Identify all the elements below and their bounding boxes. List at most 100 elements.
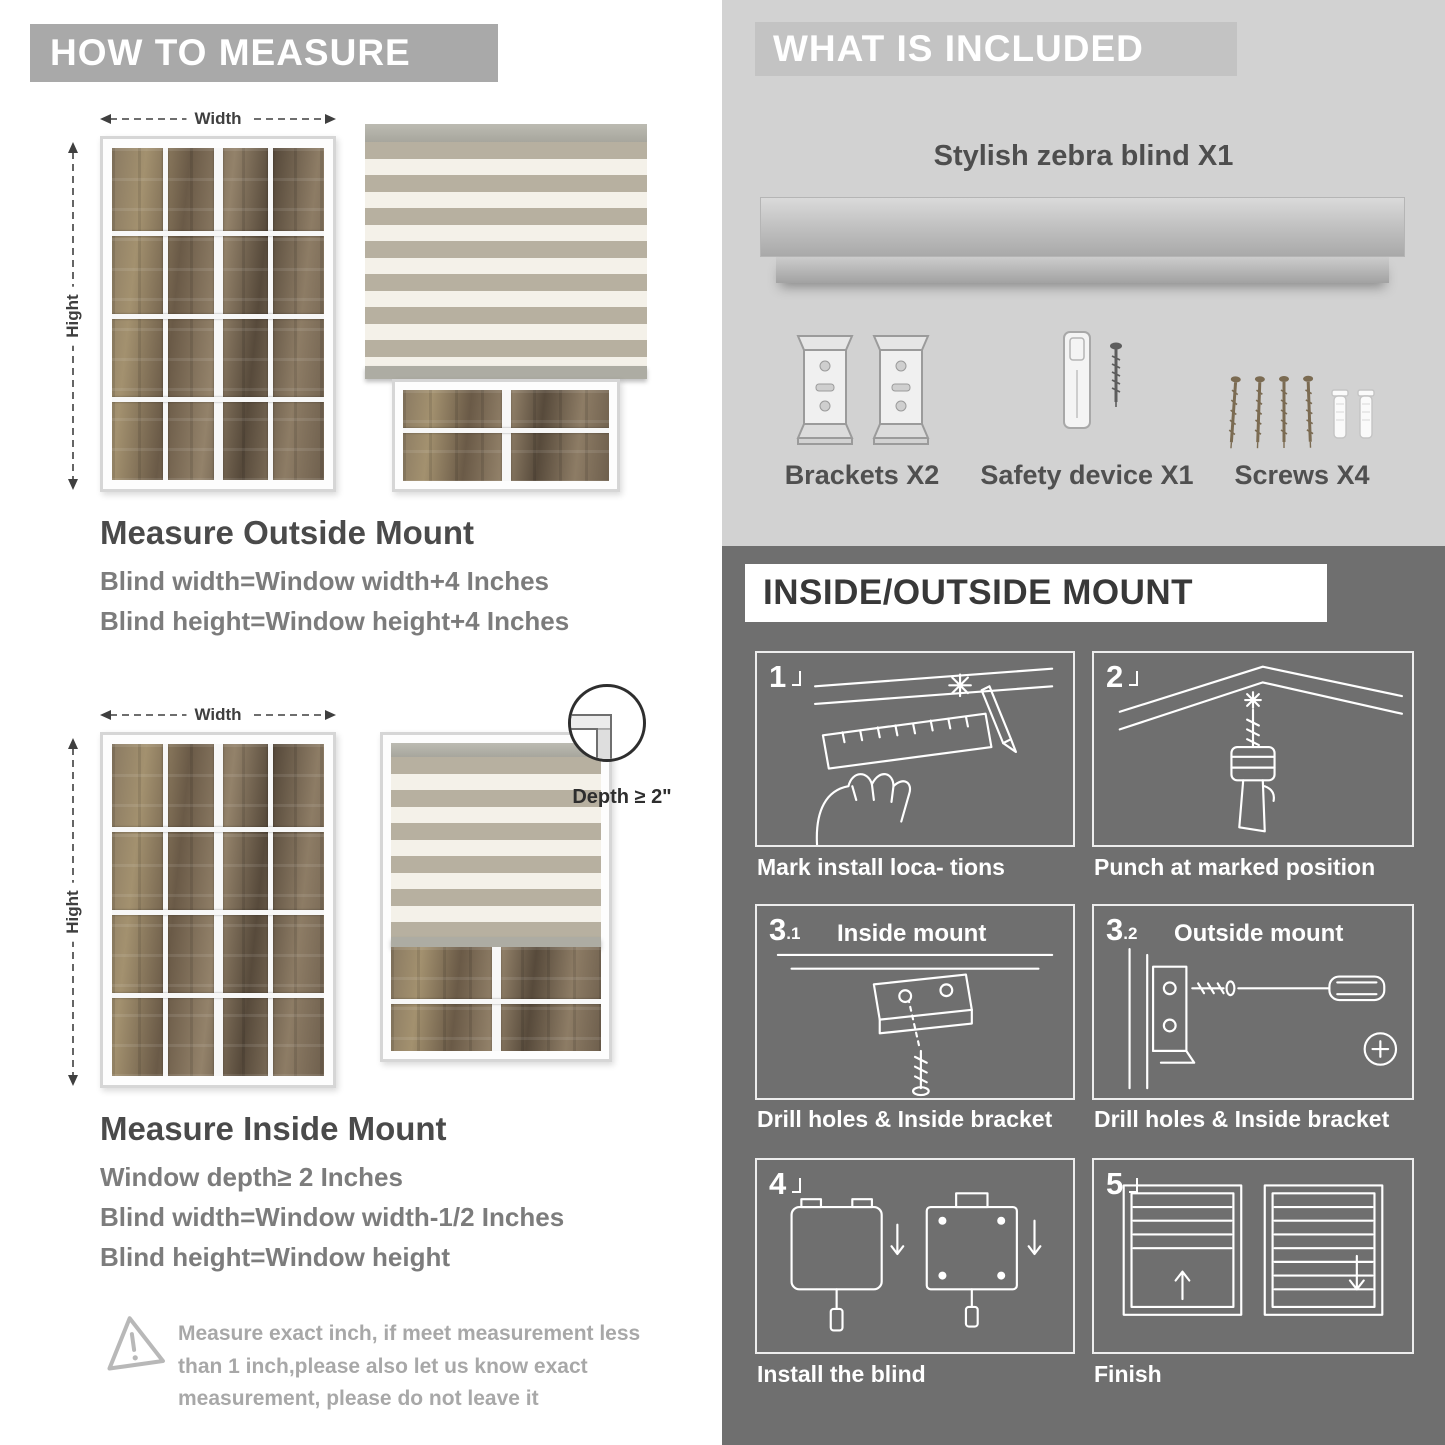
window-corner-illustration [571, 714, 612, 759]
included-blind-cassette [760, 197, 1405, 257]
window-muntin [112, 827, 324, 832]
warning-line-3: measurement, please do not leave it [178, 1387, 539, 1411]
warning-line-1: Measure exact inch, if meet measurement … [178, 1322, 641, 1345]
blind-bottom-rail [365, 366, 647, 379]
width-arrow: Width [100, 705, 336, 725]
window-muntin [391, 999, 601, 1004]
step-5-panel: 5 [1092, 1158, 1414, 1354]
step-number-sub: .1 [786, 924, 801, 943]
step-3-2-panel: 3.2 Outside mount [1092, 904, 1414, 1100]
brackets-label: Brackets X2 [784, 460, 940, 490]
step-3-1-caption: Drill holes & Inside bracket [757, 1106, 1053, 1132]
window-muntin [112, 231, 324, 236]
double-arrow-icon [68, 738, 78, 1086]
step-number-text: 3 [769, 912, 787, 947]
depth-callout-circle [568, 684, 646, 762]
finish-illustration [1122, 1184, 1384, 1316]
blind-cassette [365, 124, 647, 142]
step-3-1-panel: 3.1 Inside mount [755, 904, 1075, 1100]
punch-position-illustration [1118, 665, 1403, 833]
what-is-included-banner: WHAT IS INCLUDED [755, 22, 1237, 76]
outside-mount-illustration [1128, 948, 1398, 1090]
blind-stripes [365, 142, 647, 366]
step-number-text: 5 [1106, 1166, 1124, 1201]
safety-device-icon [1063, 331, 1091, 429]
step-number-mark [792, 671, 802, 686]
step-2-number: 2 [1106, 659, 1139, 695]
zebra-blind-inside-window [380, 732, 612, 1062]
inside-mount-formula-height: Blind height=Window height [100, 1242, 450, 1272]
warning-triangle-icon [107, 1316, 165, 1371]
inside-mount-depth-rule: Window depth≥ 2 Inches [100, 1162, 403, 1192]
screw-icon [1110, 342, 1122, 407]
window-scene [403, 390, 609, 481]
height-arrow: Hight [63, 142, 83, 490]
screws-label: Screws X4 [1234, 460, 1370, 490]
window-muntin [112, 397, 324, 402]
step-1-caption: Mark install loca- tions [757, 854, 1005, 880]
width-label: Width [186, 109, 250, 129]
mount-instructions-section: INSIDE/OUTSIDE MOUNT 1 Mark install loca… [722, 546, 1445, 1445]
inside-mount-title: Measure Inside Mount [100, 1110, 447, 1147]
step-3-1-number: 3.1 [769, 912, 800, 948]
window-scene [391, 947, 601, 1051]
bracket-icon [872, 335, 930, 445]
step-3-2-title: Outside mount [1174, 920, 1344, 947]
mount-section-banner: INSIDE/OUTSIDE MOUNT [745, 564, 1327, 622]
step-number-text: 1 [769, 659, 787, 694]
window-scene [112, 744, 324, 1076]
included-blind-label: Stylish zebra blind X1 [933, 140, 1234, 172]
step-4-caption: Install the blind [757, 1361, 926, 1387]
blind-cassette [391, 743, 601, 757]
step-3-2-caption: Drill holes & Inside bracket [1094, 1106, 1390, 1132]
height-label: Hight [63, 286, 83, 346]
inside-mount-illustration [776, 953, 1054, 1097]
step-3-2-number: 3.2 [1106, 912, 1137, 948]
window-muntin [403, 428, 609, 434]
window-illustration-outside [100, 136, 336, 492]
mark-locations-illustration [814, 667, 1054, 845]
step-number-text: 4 [769, 1166, 787, 1201]
inside-mount-formula-width: Blind width=Window width-1/2 Inches [100, 1202, 565, 1232]
height-label: Hight [63, 882, 83, 942]
window-scene [112, 148, 324, 480]
step-2-caption: Punch at marked position [1094, 854, 1376, 880]
outside-mount-formula-width: Blind width=Window width+4 Inches [100, 566, 549, 596]
height-arrow: Hight [63, 738, 83, 1086]
window-muntin [112, 910, 324, 915]
included-blind-valance [776, 257, 1389, 283]
install-blind-illustration [790, 1192, 1042, 1332]
outside-mount-title: Measure Outside Mount [100, 514, 475, 551]
window-illustration-inside [100, 732, 336, 1088]
blind-stripes [391, 757, 601, 937]
blind-bottom-rail [391, 937, 601, 947]
step-number-mark [1129, 671, 1139, 686]
step-4-number: 4 [769, 1166, 802, 1202]
how-to-measure-banner: HOW TO MEASURE [30, 24, 498, 82]
step-1-panel: 1 [755, 651, 1075, 847]
step-number-sub: .2 [1123, 924, 1138, 943]
what-is-included-section: WHAT IS INCLUDED Stylish zebra blind X1 [722, 0, 1445, 546]
step-number-mark [792, 1178, 802, 1193]
window-muntin [112, 993, 324, 998]
width-label: Width [186, 705, 250, 725]
inside-blind-wrap [391, 743, 601, 1051]
step-2-panel: 2 [1092, 651, 1414, 847]
step-number-text: 3 [1106, 912, 1124, 947]
outside-mount-formula-height: Blind height=Window height+4 Inches [100, 606, 570, 636]
width-arrow: Width [100, 109, 336, 129]
warning-line-2: than 1 inch,please also let us know exac… [178, 1354, 588, 1378]
warning-note: Measure exact inch, if meet measurement … [178, 1318, 640, 1416]
bracket-icon [796, 335, 854, 445]
step-number-text: 2 [1106, 659, 1124, 694]
zebra-blind-outside [365, 124, 647, 379]
depth-label: Depth ≥ 2" [572, 786, 672, 808]
window-peek-below-blind [392, 379, 620, 492]
window-mullion [502, 390, 511, 481]
double-arrow-icon [68, 142, 78, 490]
screws-and-anchors-icon [1228, 375, 1375, 449]
step-5-caption: Finish [1094, 1361, 1162, 1387]
step-4-panel: 4 [755, 1158, 1075, 1354]
safety-device-label: Safety device X1 [980, 460, 1194, 490]
